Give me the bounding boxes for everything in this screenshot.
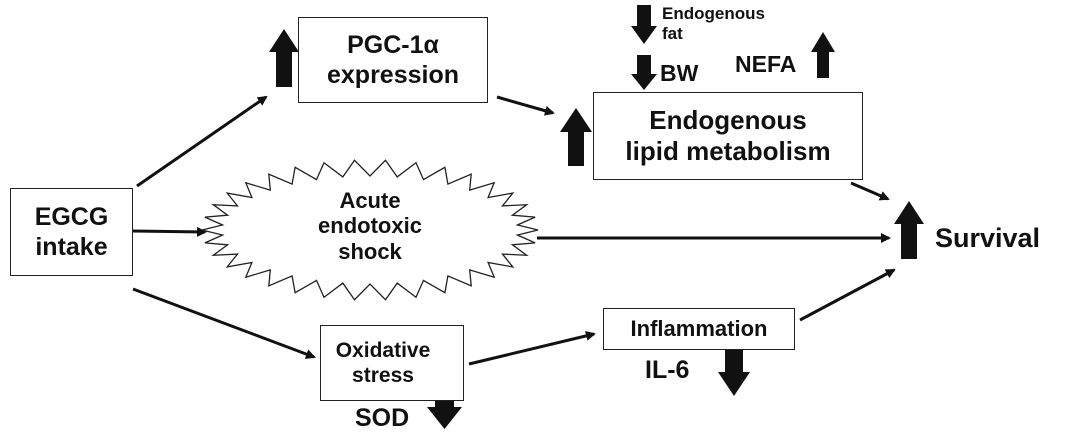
lipid-metabolism-box: Endogenous lipid metabolism <box>593 92 863 180</box>
pgc-up-arrow-icon <box>269 29 299 87</box>
nefa-up-arrow-icon <box>811 32 835 78</box>
arrow-lipid-to-survival <box>850 181 890 201</box>
shock-line2: endotoxic <box>318 213 422 239</box>
egcg-line1: EGCG <box>34 203 109 231</box>
survival-label: Survival <box>935 223 1041 253</box>
sod-label: SOD <box>355 404 410 432</box>
endogenous-fat-line1: Endogenous <box>662 4 765 23</box>
lipid-up-arrow-icon <box>560 108 592 166</box>
arrow-egcg-to-pgc <box>136 95 268 188</box>
bw-down-arrow-icon <box>631 55 657 90</box>
il6-down-arrow-icon <box>718 345 750 396</box>
endogenous-fat-line2: fat <box>662 23 683 43</box>
survival-up-arrow-icon <box>894 201 924 259</box>
shock-line1: Acute <box>339 188 401 213</box>
arrow-inflammation-to-survival <box>799 268 896 322</box>
bw-label: BW <box>660 60 699 86</box>
pgc-line2: expression <box>326 61 459 89</box>
lipid-line1: Endogenous <box>649 104 807 135</box>
inflammation-label: Inflammation <box>630 315 768 341</box>
nefa-label: NEFA <box>735 51 797 77</box>
egcg-intake-box: EGCG intake <box>10 188 133 276</box>
inflammation-box: Inflammation <box>603 308 795 350</box>
arrow-oxidative-to-inflammation <box>468 331 596 366</box>
arrow-egcg-to-shock <box>132 226 207 237</box>
egcg-line2: intake <box>35 233 108 261</box>
oxidative-line1: Oxidative <box>335 338 431 362</box>
endogenous-fat-down-arrow-icon <box>631 5 657 44</box>
pgc-expression-box: PGC-1α expression <box>298 17 488 103</box>
arrow-pgc-to-lipid <box>496 95 555 116</box>
endogenous-fat-label: Endogenous fat <box>662 4 765 43</box>
oxidative-line2: stress <box>352 364 414 387</box>
shock-line3: shock <box>338 238 402 264</box>
shock-starburst <box>201 159 539 301</box>
lipid-line2: lipid metabolism <box>625 136 831 166</box>
oxidative-stress-box: Oxidative stress <box>320 325 464 401</box>
il6-label: IL-6 <box>645 356 690 384</box>
pgc-line1: PGC-1α <box>347 31 439 59</box>
shock-label: Acute endotoxic shock <box>280 188 460 264</box>
arrow-egcg-to-oxidative <box>132 287 316 359</box>
